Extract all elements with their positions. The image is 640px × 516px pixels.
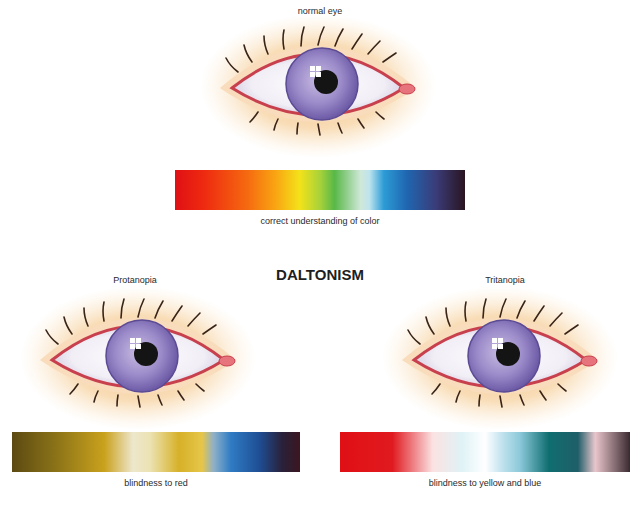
eye-label: normal eye xyxy=(298,6,343,16)
band-caption: blindness to red xyxy=(124,478,188,488)
color-spectrum xyxy=(175,170,465,210)
eye-label: Tritanopia xyxy=(485,275,525,285)
spectrum-band: blindness to yellow and blue xyxy=(340,432,630,472)
spectrum-band: correct understanding of color xyxy=(175,170,465,210)
band-caption: correct understanding of color xyxy=(260,216,379,226)
spectrum-band: blindness to red xyxy=(12,432,300,472)
color-spectrum xyxy=(340,432,630,472)
eye-label: Protanopia xyxy=(113,275,157,285)
color-spectrum xyxy=(12,432,300,472)
band-caption: blindness to yellow and blue xyxy=(429,478,542,488)
diagram-title: DALTONISM xyxy=(276,266,364,283)
